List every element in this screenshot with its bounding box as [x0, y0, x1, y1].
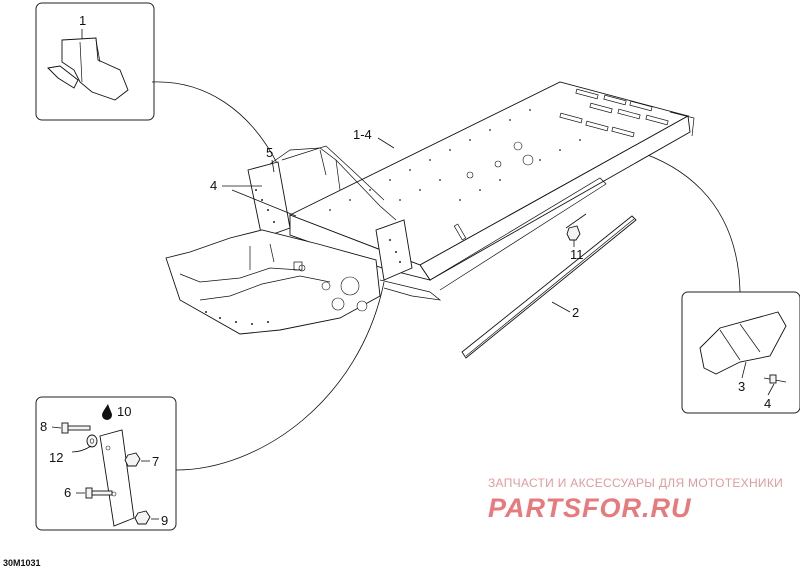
- callout-4-main[interactable]: 4: [210, 178, 217, 193]
- nut-7-shape: [124, 452, 150, 467]
- part-3-shape: [699, 311, 787, 375]
- part-11-plug: [565, 213, 587, 241]
- upright-holes: [255, 189, 401, 263]
- part-4-clip-shape: [763, 374, 787, 384]
- washer-12-shape: [71, 434, 98, 453]
- callout-10[interactable]: 10: [117, 404, 131, 419]
- detail-box-parts-3-4: 3 4: [617, 145, 800, 414]
- callout-2[interactable]: 2: [572, 305, 579, 320]
- callout-1-4[interactable]: 1-4: [353, 127, 372, 142]
- part-2-runner: [461, 215, 637, 359]
- detail-box-hardware: 10 8 12 6 7 9: [35, 281, 385, 531]
- drop-icon: [102, 404, 112, 420]
- watermark-logo: PARTSFOR.RU: [488, 493, 692, 523]
- front-upright-left: [247, 161, 291, 239]
- callout-11[interactable]: 11: [570, 247, 584, 262]
- callout-4-box[interactable]: 4: [764, 396, 771, 411]
- callout-5[interactable]: 5: [266, 145, 273, 160]
- nut-9-shape: [134, 510, 159, 525]
- bolt-6-shape: [76, 487, 113, 499]
- part-1-shape: [47, 37, 129, 101]
- diagram-id: 30M1031: [3, 558, 41, 568]
- callout-3[interactable]: 3: [738, 379, 745, 394]
- callout-9[interactable]: 9: [161, 513, 168, 528]
- tunnel-slots: [559, 88, 669, 138]
- leader-parts-3-4: [617, 145, 741, 293]
- watermark-tagline: ЗАПЧАСТИ И АКСЕССУАРЫ ДЛЯ МОТОТЕХНИКИ: [488, 476, 783, 490]
- callout-1[interactable]: 1: [79, 13, 86, 28]
- bolt-8-shape: [51, 422, 91, 434]
- bracket-strip: [99, 429, 135, 527]
- leader-hardware: [175, 281, 385, 471]
- callout-7[interactable]: 7: [152, 454, 159, 469]
- tunnel-rivets: [329, 109, 581, 211]
- front-upright-right: [375, 219, 413, 281]
- main-frame-assembly: [165, 81, 695, 335]
- callout-12[interactable]: 12: [49, 450, 63, 465]
- callout-6[interactable]: 6: [64, 485, 71, 500]
- detail-box-part-1: 1: [35, 2, 279, 166]
- leader-part-1: [151, 81, 279, 166]
- callout-8[interactable]: 8: [40, 419, 47, 434]
